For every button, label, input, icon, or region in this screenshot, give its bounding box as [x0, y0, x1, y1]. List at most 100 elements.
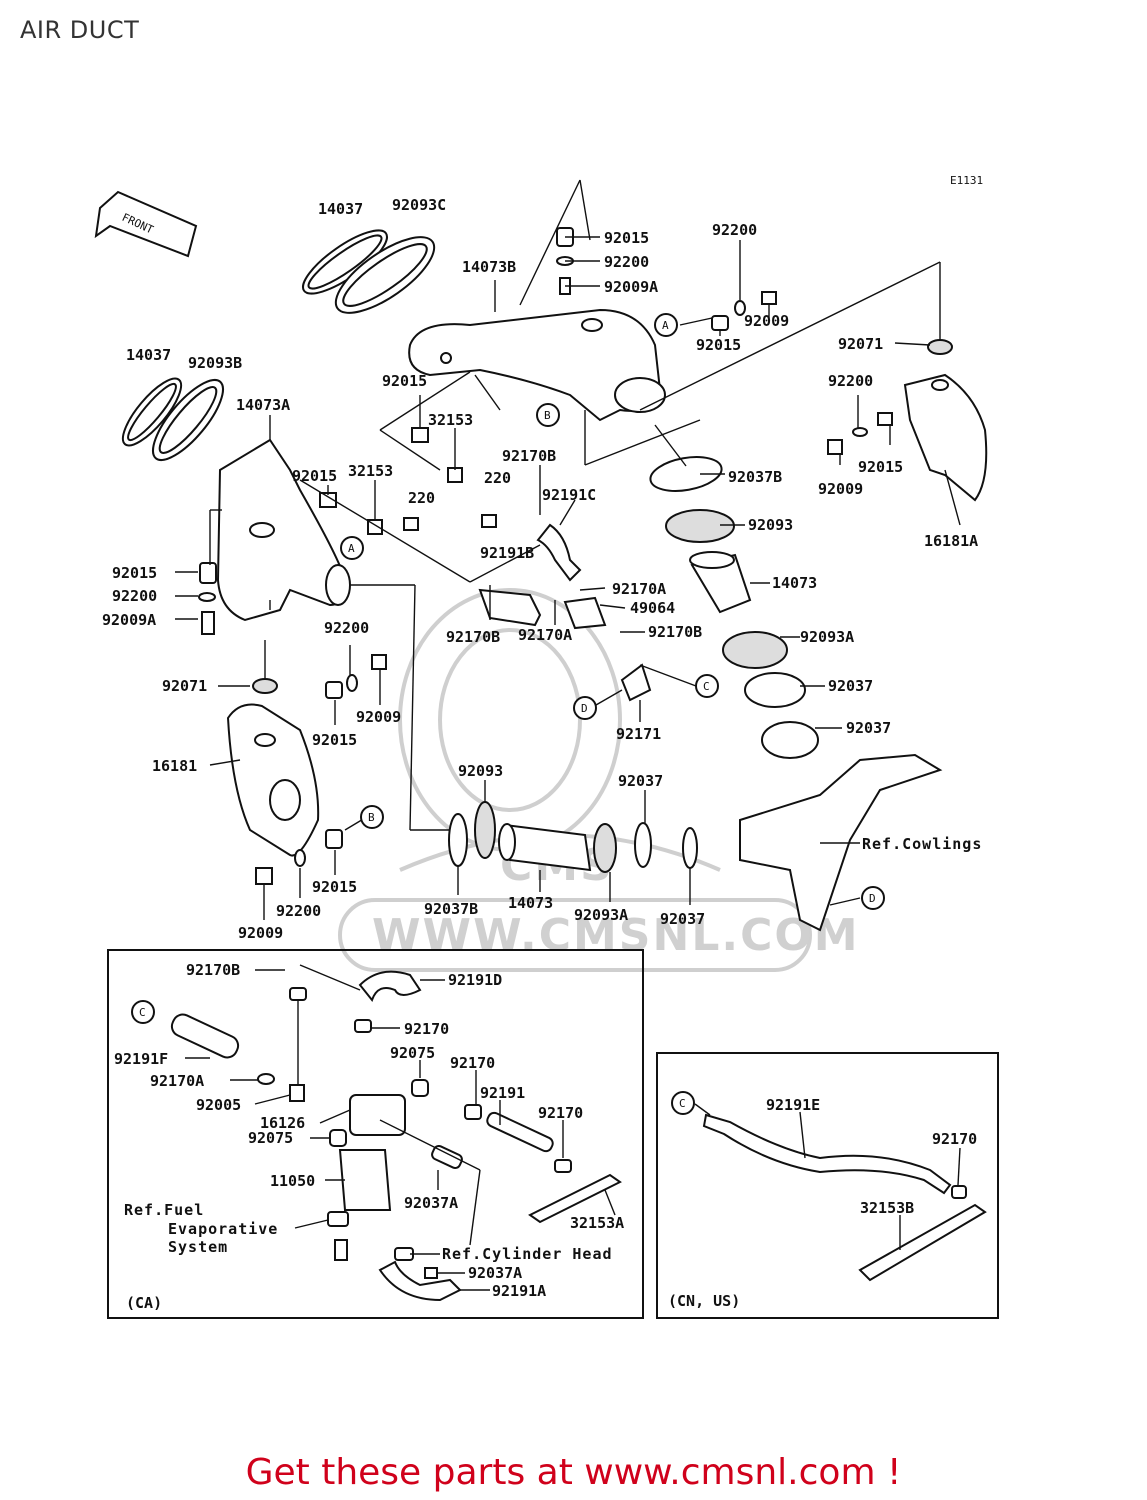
callout: 14073A: [236, 396, 290, 414]
clamp-92037-d: [682, 827, 698, 869]
callout: 92009: [818, 480, 863, 498]
callout: 92200: [324, 619, 369, 637]
callout: 14073B: [462, 258, 516, 276]
callout: 92005: [196, 1096, 241, 1114]
callout: 11050: [270, 1172, 315, 1190]
tube-14073-upper: [689, 551, 752, 614]
callout: 92037B: [728, 468, 782, 486]
callout: 92009: [356, 708, 401, 726]
callout: 14037: [126, 346, 171, 364]
callout: 92009: [744, 312, 789, 330]
callout: 16126: [260, 1114, 305, 1132]
callout: 92191D: [448, 971, 502, 989]
callouts-main: 14037 92093C 92015 92200 92009A 14073B 9…: [102, 196, 978, 942]
callout: 92191F: [114, 1050, 168, 1068]
callout: 92009A: [604, 278, 658, 296]
callout: 49064: [630, 599, 675, 617]
marker-c-inset-ca: C: [131, 1000, 155, 1024]
callout: 92170: [404, 1020, 449, 1038]
hose-92191c: [536, 523, 582, 582]
marker-c-inset-cn: C: [671, 1091, 695, 1115]
belt-14037-left: [121, 377, 183, 447]
inset-ca: (CA): [107, 949, 644, 1319]
fasteners: [198, 227, 893, 885]
callout: 92015: [858, 458, 903, 476]
svg-text:B: B: [544, 409, 551, 422]
callout: 92037B: [424, 900, 478, 918]
callout: 14037: [318, 200, 363, 218]
inset-ca-label: (CA): [126, 1294, 162, 1312]
callout: 32153: [428, 411, 473, 429]
clamp-92037-a: [744, 672, 806, 708]
callout: 14073: [772, 574, 817, 592]
clamp-92037-b: [761, 721, 819, 759]
callout: 32153A: [570, 1214, 624, 1232]
clamp-92037b-upper: [649, 456, 723, 492]
callout: 92093A: [574, 906, 628, 924]
valve-49064: [563, 596, 607, 630]
seal-92093-lower: [474, 801, 496, 859]
callout: 92009A: [102, 611, 156, 629]
cta-link[interactable]: Get these parts at www.cmsnl.com !: [245, 1452, 902, 1493]
callout: 16181A: [924, 532, 978, 550]
callout: 92191: [480, 1084, 525, 1102]
callout: 220: [484, 469, 511, 487]
callout: 92191C: [542, 486, 596, 504]
svg-text:C: C: [679, 1097, 686, 1110]
callout: 92093: [458, 762, 503, 780]
callout: 92171: [616, 725, 661, 743]
callout: 92093: [748, 516, 793, 534]
callout: 32153B: [860, 1199, 914, 1217]
callout: 16181: [152, 757, 197, 775]
callout: 32153: [348, 462, 393, 480]
callout: 92015: [382, 372, 427, 390]
inset-cn-us-label: (CN, US): [668, 1292, 740, 1310]
callout: 92170: [932, 1130, 977, 1148]
callout: 220: [408, 489, 435, 507]
ref-fuel-1: Ref.Fuel: [124, 1201, 204, 1219]
callout: 92200: [112, 587, 157, 605]
watermark-text: WWW.CMSNL.COM: [372, 910, 860, 961]
callout: 92170B: [648, 623, 702, 641]
svg-text:D: D: [869, 892, 876, 905]
callout: 92071: [162, 677, 207, 695]
callout: 92015: [312, 878, 357, 896]
air-duct-14073b: [408, 308, 666, 422]
marker-d-center: D: [573, 696, 597, 720]
svg-text:D: D: [581, 702, 588, 715]
inset-cn-us: (CN, US) C 92191E 92170 32153B: [656, 1052, 999, 1319]
callout: 92200: [828, 372, 873, 390]
ref-cylinder-head: Ref.Cylinder Head: [442, 1245, 613, 1263]
ref-fuel-2: Evaporative: [168, 1220, 278, 1238]
callout: 92037: [660, 910, 705, 928]
callout: 92015: [696, 336, 741, 354]
marker-b-upper: B: [536, 403, 560, 427]
hose-92191b: [478, 588, 542, 627]
svg-text:C: C: [703, 680, 710, 693]
callout: 92037: [846, 719, 891, 737]
grommet-92071-right: [927, 339, 953, 355]
clamp-92037b-lower: [448, 813, 468, 867]
grommet-92071-left: [252, 678, 278, 694]
ref-fuel-3: System: [168, 1238, 228, 1256]
marker-c-right: C: [695, 674, 719, 698]
callout: 92200: [604, 253, 649, 271]
bracket-92171: [620, 663, 652, 702]
callout: 92015: [292, 467, 337, 485]
callout: 92170B: [502, 447, 556, 465]
callout: 92015: [604, 229, 649, 247]
callout: 92037: [618, 772, 663, 790]
callout: 92037A: [404, 1194, 458, 1212]
callout: 92170: [538, 1104, 583, 1122]
callout: 92170B: [446, 628, 500, 646]
svg-text:C: C: [139, 1006, 146, 1019]
callout: 92170: [450, 1054, 495, 1072]
callout: 92200: [276, 902, 321, 920]
seal-92093a-lower: [593, 823, 617, 873]
callout: 92170A: [612, 580, 666, 598]
clamp-92037-c: [634, 822, 652, 868]
callout: 92191A: [492, 1282, 546, 1300]
callout: 92191E: [766, 1096, 820, 1114]
callout: 92075: [248, 1129, 293, 1147]
